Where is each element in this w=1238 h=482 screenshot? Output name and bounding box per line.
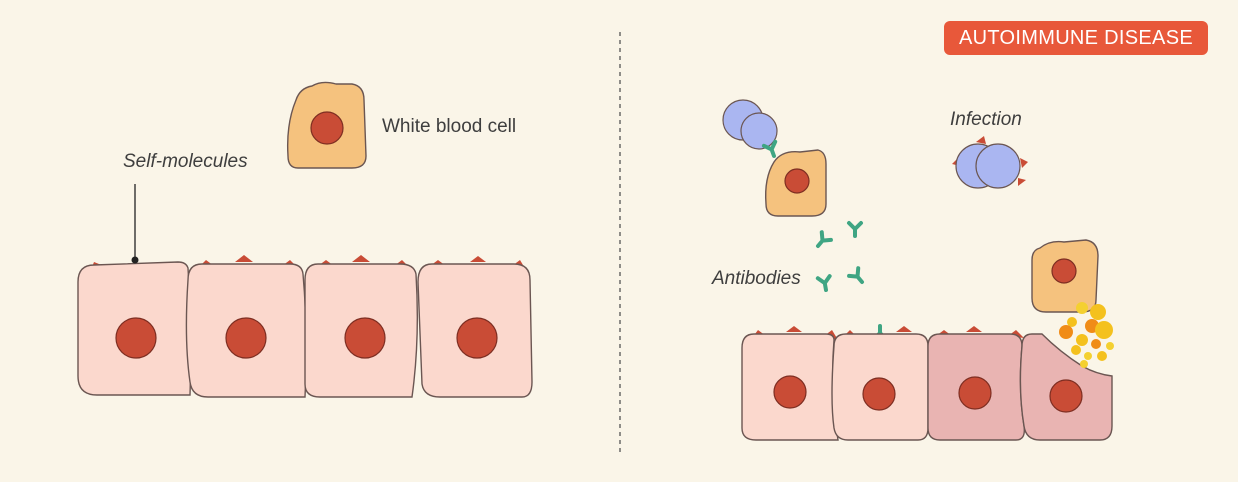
pathogen-icon — [722, 99, 778, 150]
antibody-icon — [847, 266, 869, 288]
damaged-cell — [927, 333, 1026, 441]
healthy-cell — [741, 333, 839, 441]
antibody-icon — [811, 230, 833, 252]
nucleus — [1051, 258, 1077, 284]
healthy-cell — [304, 263, 419, 398]
antibody-icon — [815, 274, 834, 294]
white-blood-cell — [1031, 239, 1099, 313]
nucleus — [773, 375, 807, 409]
nucleus — [1049, 379, 1083, 413]
antibodies — [811, 221, 888, 341]
affected-tissue — [741, 326, 1113, 441]
healthy-cell — [417, 263, 533, 398]
healthy-cell — [831, 333, 929, 441]
nucleus — [310, 111, 344, 145]
damaged-cell — [1019, 333, 1113, 441]
inflammation-icon — [1059, 302, 1114, 368]
healthy-cell — [77, 261, 192, 396]
nucleus — [225, 317, 267, 359]
healthy-tissue — [77, 184, 533, 398]
white-blood-cell-label: White blood cell — [382, 116, 517, 137]
nucleus — [344, 317, 386, 359]
title-badge: AUTOIMMUNE DISEASE — [944, 21, 1208, 55]
white-blood-cell — [764, 149, 827, 217]
self-molecules-label: Self-molecules — [123, 151, 248, 172]
nucleus — [958, 376, 992, 410]
antibodies-label: Antibodies — [712, 268, 801, 289]
antibody-icon — [847, 221, 863, 238]
infection-label: Infection — [950, 109, 1022, 130]
nucleus — [115, 317, 157, 359]
pathogen-icon — [952, 136, 1028, 189]
white-blood-cell — [286, 81, 367, 169]
healthy-cell — [185, 263, 307, 398]
nucleus — [784, 168, 810, 194]
nucleus — [456, 317, 498, 359]
nucleus — [862, 377, 896, 411]
self-molecules-pointer-dot — [131, 256, 139, 264]
